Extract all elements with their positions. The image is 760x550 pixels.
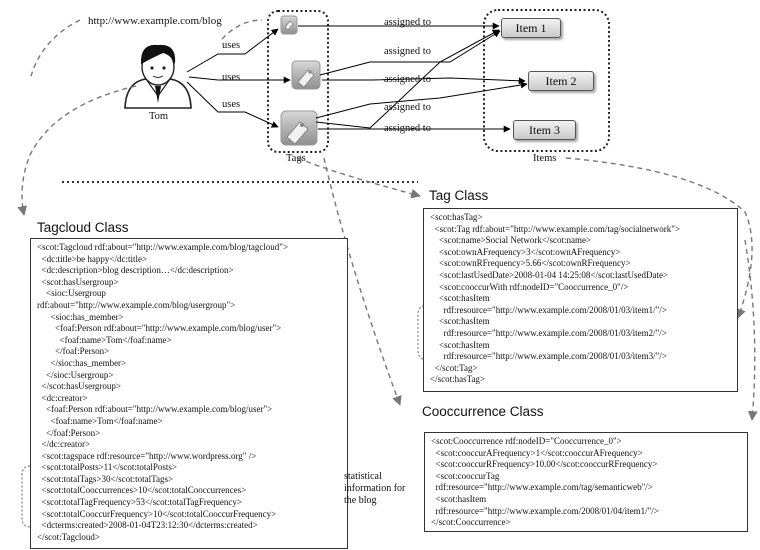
tag-code-line: <scot:hasItem: [430, 339, 490, 350]
tagcloud-code-line: <scot:totalPosts>11</scot:totalPosts>: [37, 462, 177, 473]
cooccurrence-code-box: <scot:Cooccurrence rdf:nodeID="Cooccurre…: [424, 432, 748, 532]
tags-group-label: Tags: [286, 153, 306, 164]
tagcloud-code-line: <dcterms:created>2008-01-04T23:12:30</dc…: [37, 520, 258, 531]
relation-arrows: [17, 19, 758, 421]
item-node: Item 1: [501, 18, 561, 38]
tagcloud-code-line: <sioc:has_member>: [37, 311, 124, 322]
assigned-connectors: [298, 22, 528, 133]
tag-icon: [280, 110, 318, 146]
tag-class-title: Tag Class: [429, 188, 489, 203]
uses-connectors: [186, 28, 291, 128]
tagcloud-code-line: </sioc:has_member>: [37, 357, 127, 368]
tag-code-line: <scot:Tag rdf:about="http://www.example.…: [430, 223, 681, 234]
tag-code-line: rdf:resource="http://www.example.com/200…: [430, 351, 667, 362]
assigned-to-label: assigned to: [384, 123, 431, 134]
cooccurrence-code-line: <scot:Cooccurrence rdf:nodeID="Cooccurre…: [431, 436, 622, 446]
assigned-to-label: assigned to: [384, 46, 431, 57]
tagcloud-code-line: <foaf:Person rdf:about="http://www.examp…: [37, 404, 273, 415]
cooccurrence-code-line: <scot:cooccurAFrequency>1</scot:cooccurA…: [431, 447, 643, 458]
tag-code-line: <scot:name>Social Network</scot:name>: [430, 235, 592, 246]
tagcloud-code-line: <foaf:name>Tom</foaf:name>: [37, 415, 163, 426]
tagcloud-code-line: <scot:tagspace rdf:resource="http://www.…: [37, 450, 257, 461]
blog-url-label: http://www.example.com/blog: [88, 15, 222, 27]
tagcloud-code-line: <scot:totalTags>30</scot:totalTags>: [37, 473, 174, 484]
tag-icon: [291, 60, 321, 90]
uses-label: uses: [222, 99, 241, 110]
tagcloud-code-line: <scot:totalCooccurrences>10</scot:totalC…: [37, 485, 247, 496]
tagcloud-code-line: <sioc:Usergroup: [37, 288, 106, 299]
tagcloud-class-title: Tagcloud Class: [37, 220, 129, 235]
tagcloud-code-line: <dc:title>be happy</dc:title>: [37, 253, 148, 264]
item-node: Item 2: [528, 71, 594, 91]
tag-code-line: <scot:lastUsedDate>2008-01-04 14:25:08</…: [430, 269, 669, 280]
tagcloud-code-line: <scot:totalTagFrequency>53</scot:totalTa…: [37, 497, 243, 508]
tagcloud-code-line: <dc:creator>: [37, 392, 88, 403]
cooccurrence-code-line: rdf:resource="http://www.example.com/200…: [431, 505, 659, 516]
statistics-note: statistical information for the blog: [344, 471, 406, 506]
tag-code-line: <scot:cooccurWith rdf:nodeID="Cooccurren…: [430, 281, 629, 292]
tag-code-line: rdf:resource="http://www.example.com/200…: [430, 304, 667, 315]
tagcloud-code-line: <scot:Tagcloud rdf:about="http://www.exa…: [37, 242, 289, 252]
items-group-label: Items: [533, 153, 557, 164]
uses-label: uses: [222, 40, 241, 51]
tagcloud-code-line: rdf:about="http://www.example.com/blog/u…: [37, 299, 236, 310]
tagcloud-code-line: <scot:hasUsergroup>: [37, 276, 119, 287]
tagcloud-code-box: <scot:Tagcloud rdf:about="http://www.exa…: [30, 238, 348, 549]
cooccurrence-class-title: Cooccurrence Class: [422, 404, 544, 419]
tagcloud-code-line: </dc:creator>: [37, 439, 91, 450]
tag-code-box: <scot:hasTag> <scot:Tag rdf:about="http:…: [423, 208, 738, 392]
tagcloud-code-line: </sioc:Usergroup>: [37, 369, 114, 380]
cooccurrence-code-line: <scot:cooccurRFrequency>10.00</scot:cooc…: [431, 459, 658, 470]
tagcloud-code-line: </scot:Tagcloud>: [37, 531, 101, 542]
assigned-to-label: assigned to: [384, 74, 431, 85]
tag-code-line: <scot:hasItem: [430, 293, 490, 304]
tag-code-line: <scot:ownRFrequency>5.66</scot:ownRFrequ…: [430, 258, 631, 269]
person-avatar: [124, 44, 192, 109]
tagcloud-code-line: </scot:hasUsergroup>: [37, 381, 121, 392]
tagcloud-code-line: </foaf:Person>: [37, 427, 101, 438]
tagcloud-code-line: <foaf:name>Tom</foaf:name>: [37, 334, 172, 345]
hasitem-brace: [417, 304, 429, 361]
cooccurrence-code-line: rdf:resource="http://www.example.com/tag…: [431, 482, 653, 493]
tagcloud-code-line: <scot:totalCooccurFrequency>10</scot:tot…: [37, 508, 277, 519]
tagcloud-code-line: <dc:description>blog description…</dc:de…: [37, 265, 234, 276]
person-name-label: Tom: [149, 111, 169, 122]
tag-code-line: </scot:hasTag>: [430, 374, 486, 385]
tagcloud-code-line: <foaf:Person rdf:about="http://www.examp…: [37, 323, 282, 334]
cooccurrence-code-line: <scot:cooccurTag: [431, 470, 500, 481]
tagcloud-code-line: </foaf:Person>: [37, 346, 110, 357]
items-group-border: [483, 9, 610, 152]
cooccurrence-code-line: </scot:Cooccurrence>: [431, 517, 511, 528]
tags-group-border: [267, 10, 329, 153]
tag-code-line: <scot:hasTag>: [430, 212, 483, 222]
cooccurrence-code-line: <scot:hasItem: [431, 493, 487, 504]
item-node: Item 3: [513, 120, 576, 140]
tag-code-line: </scot:Tag>: [430, 362, 478, 373]
uses-label: uses: [222, 72, 241, 83]
tag-code-line: <scot:ownAFrequency>3</scot:ownAFrequenc…: [430, 246, 621, 257]
tag-code-line: <scot:hasItem: [430, 316, 490, 327]
tag-code-line: rdf:resource="http://www.example.com/200…: [430, 327, 667, 338]
stats-brace: [21, 465, 31, 528]
tag-icon: [280, 15, 298, 35]
assigned-to-label: assigned to: [384, 17, 431, 28]
assigned-to-label: assigned to: [384, 102, 431, 113]
